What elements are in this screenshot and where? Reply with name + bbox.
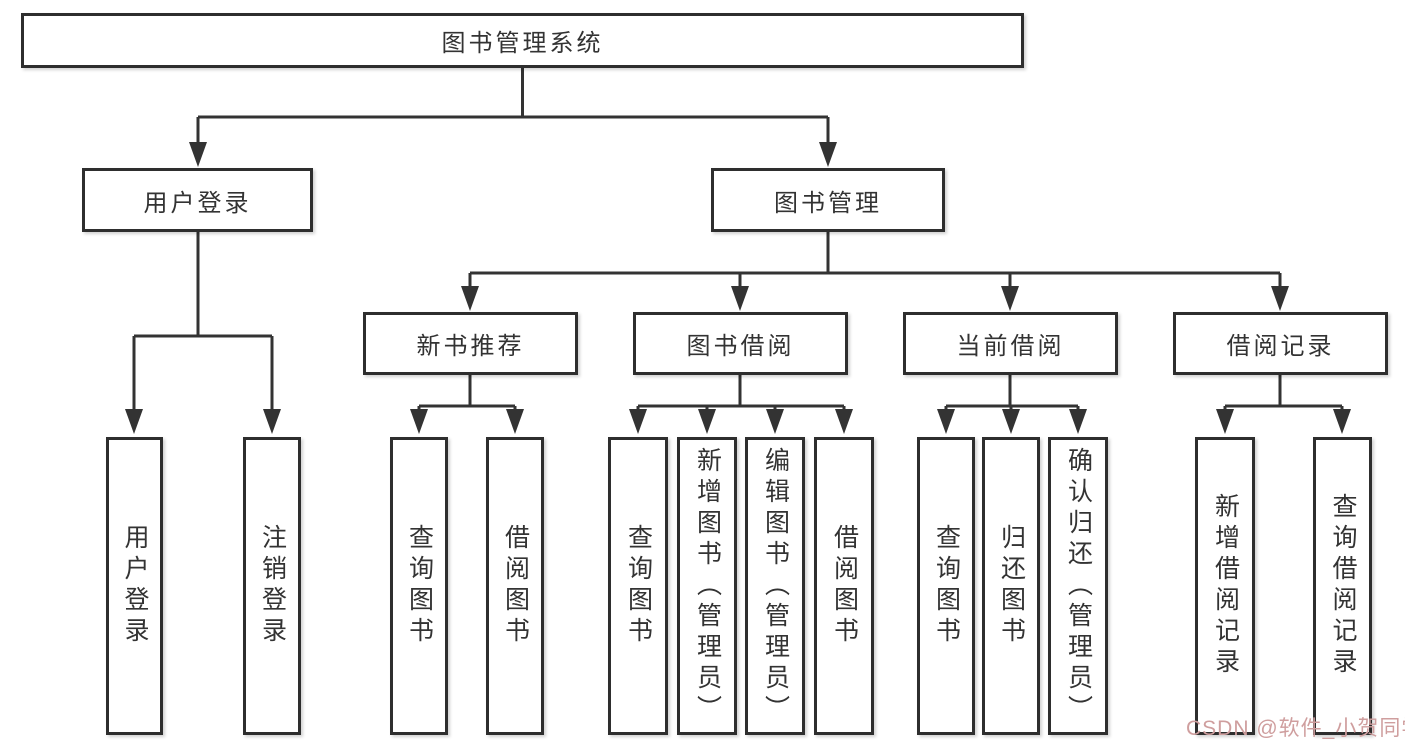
node-borrow-record: 借阅记录 [1173,312,1388,375]
leaf-edit-books-admin: 编辑图书（管理员） [745,437,805,735]
node-label: 查询图书 [405,524,434,648]
node-current-borrow: 当前借阅 [903,312,1118,375]
node-label: 用户登录 [121,524,149,648]
node-book-management: 图书管理 [711,168,945,232]
leaf-borrow-books-2: 借阅图书 [814,437,874,735]
csdn-watermark: CSDN @软件_小贺同学 [1186,717,1405,740]
leaf-add-borrow-record: 新增借阅记录 [1195,437,1255,735]
leaf-return-books: 归还图书 [982,437,1040,735]
node-label: 新增图书（管理员） [693,446,722,726]
node-label: 新增借阅记录 [1211,493,1240,679]
node-label: 借阅图书 [830,524,859,648]
node-label: 确认归还（管理员） [1064,446,1093,726]
node-label: 归还图书 [997,524,1026,648]
connector-book-management-children [461,232,1289,311]
node-label: 借阅记录 [1226,333,1335,360]
connector-root-to-level2 [189,68,837,167]
leaf-confirm-return-admin: 确认归还（管理员） [1048,437,1108,735]
node-user-login: 用户登录 [82,168,313,232]
node-book-borrow: 图书借阅 [633,312,848,375]
node-label: 查询图书 [932,524,961,648]
node-label: 当前借阅 [956,333,1065,360]
leaf-query-books-3: 查询图书 [917,437,975,735]
leaf-add-books-admin: 新增图书（管理员） [677,437,737,735]
node-label: 新书推荐 [416,333,525,360]
node-label: 图书管理系统 [441,30,604,57]
node-library-management-system: 图书管理系统 [21,13,1024,68]
node-label: 注销登录 [258,524,287,648]
node-label: 编辑图书（管理员） [761,446,790,726]
node-label: 图书借阅 [686,333,795,360]
node-label: 图书管理 [774,189,882,217]
leaf-logout: 注销登录 [243,437,301,735]
leaf-query-books-1: 查询图书 [390,437,448,735]
leaf-query-books-2: 查询图书 [608,437,668,735]
leaf-borrow-books-1: 借阅图书 [486,437,544,735]
connector-book-borrow-children [629,375,853,434]
node-label: 借阅图书 [501,524,530,648]
node-label: 用户登录 [143,189,252,217]
leaf-query-borrow-record: 查询借阅记录 [1313,437,1372,735]
connector-current-borrow-children [937,375,1087,434]
connector-new-book-children [410,375,524,434]
connector-borrow-record-children [1216,375,1351,434]
node-label: 查询图书 [624,524,653,648]
leaf-user-login: 用户登录 [106,437,163,735]
node-label: 查询借阅记录 [1329,493,1357,679]
node-new-book-recommend: 新书推荐 [363,312,578,375]
connector-user-login-children [125,232,281,434]
